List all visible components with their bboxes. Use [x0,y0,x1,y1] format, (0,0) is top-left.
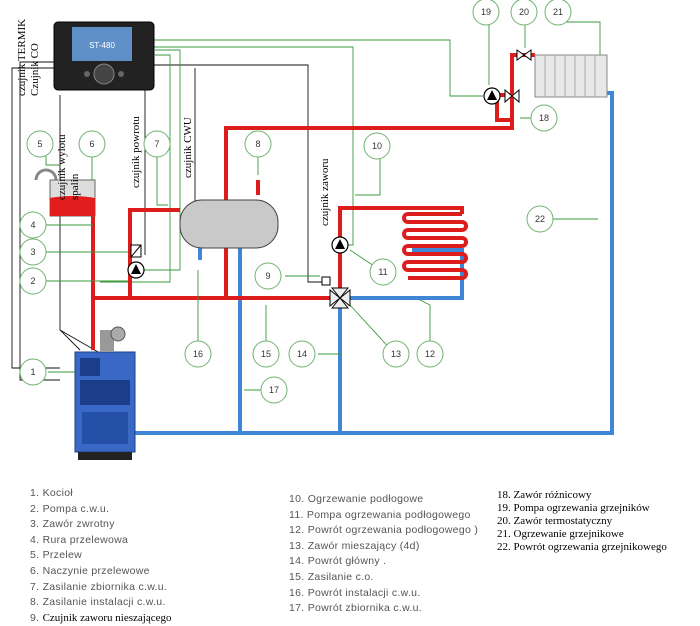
supply-pipes [91,53,535,350]
legend-item-9-label: Czujnik zaworu nieszającego [42,611,172,624]
legend-item-13: 13. Zawór mieszający (4d) [289,539,420,552]
legend-item-10: 10. Ogrzewanie podłogowe [289,493,424,505]
callout-4: 4 [19,211,47,239]
callout-8: 8 [244,130,272,158]
callout-1: 1 [19,358,47,386]
svg-text:9: 9 [265,271,270,281]
mixing-valve-icon [321,276,351,309]
check-valve-icon [130,244,142,258]
thermostatic-valve-icon [516,49,532,61]
legend-left: 1. Kocioł 2. Pompa c.w.u. 3. Zawór zwrot… [30,486,171,626]
pump-radiator-icon [483,87,501,105]
svg-text:22: 22 [535,214,545,224]
pump-floor-icon [331,236,349,254]
callout-14: 14 [288,340,316,368]
svg-text:8: 8 [255,139,260,149]
svg-text:19: 19 [481,7,491,17]
svg-text:12: 12 [425,349,435,359]
svg-text:20: 20 [519,7,529,17]
svg-text:5: 5 [37,139,42,149]
legend-item-4: 4. Rura przelewowa [30,533,129,546]
svg-text:6: 6 [89,139,94,149]
legend-item-1: 1. Kocioł [30,487,73,499]
callout-22: 22 [526,205,554,233]
legend-item-16: 16. Powrót instalacji c.w.u. [289,586,421,599]
svg-text:ST-480: ST-480 [89,41,115,50]
legend-item-6: 6. Naczynie przelewowe [30,564,150,577]
legend-item-14: 14. Powrót główny . [289,555,387,568]
callout-20: 20 [510,0,538,26]
callout-7: 7 [143,130,171,158]
callouts: 1 2 3 4 5 6 7 8 9 10 11 12 13 14 15 16 1… [19,0,572,404]
legend-item-22: 22. Powrót ogrzewania grzejnikowego [497,541,667,553]
underfloor-coil [402,212,468,280]
callout-11: 11 [369,258,397,286]
svg-text:21: 21 [553,7,563,17]
callout-15: 15 [252,340,280,368]
callout-6: 6 [78,130,106,158]
callout-2: 2 [19,267,47,295]
legend-item-2: 2. Pompa c.w.u. [30,502,110,515]
svg-text:11: 11 [378,267,387,277]
hot-water-tank [179,199,279,249]
svg-text:16: 16 [193,349,203,359]
label-powrotu: czujnik powrotu [130,116,142,188]
radiator [534,54,608,98]
callout-13: 13 [382,340,410,368]
svg-text:14: 14 [297,349,307,359]
legend-item-11: 11. Pompa ogrzewania podłogowego [289,508,471,521]
svg-text:18: 18 [539,113,549,123]
differential-valve-icon [504,88,520,104]
legend-item-21: 21. Ogrzewanie grzejnikowe [497,528,624,540]
controller: ST-480 [53,21,155,91]
callout-12: 12 [416,340,444,368]
boiler [74,326,136,460]
legend-item-8: 8. Zasilanie instalacji c.w.u. [30,596,166,609]
legend-middle: 10. Ogrzewanie podłogowe 11. Pompa ogrze… [289,492,478,617]
legend-item-17: 17. Powrót zbiornika c.w.u. [289,602,422,615]
legend-item-9-num: 9. [30,611,40,624]
label-co: Czujnik CO [29,43,41,96]
svg-text:13: 13 [391,349,401,359]
label-wylotu-2: spalin [69,173,81,200]
legend-right: 18. Zawór różnicowy 19. Pompa ogrzewania… [497,489,667,554]
legend-item-12: 12. Powrót ogrzewania podłogowego ) [289,524,479,537]
legend-item-5: 5. Przelew [30,549,83,562]
svg-text:2: 2 [30,276,35,286]
legend-item-9: 9. Czujnik zaworu nieszającego [30,611,171,626]
svg-text:3: 3 [30,247,35,257]
callout-16: 16 [184,340,212,368]
label-termik: czujnik TERMIK [16,19,28,96]
callout-18: 18 [530,104,558,132]
sensor-wires [11,61,326,381]
label-zaworu: czujnik zaworu [319,158,331,226]
callout-3: 3 [19,238,47,266]
label-cwu: czujnik CWU [182,117,194,178]
callout-10: 10 [363,132,391,160]
callout-9: 9 [254,262,282,290]
legend-item-19: 19. Pompa ogrzewania grzejników [497,502,650,514]
legend-item-3: 3. Zawór zwrotny [30,518,115,531]
label-wylotu-1: czujnik wylotu [56,134,68,200]
legend-item-20: 20. Zawór termostatyczny [497,515,613,527]
svg-text:15: 15 [261,349,271,359]
overflow-vessel [34,168,96,217]
svg-text:4: 4 [30,220,35,230]
callout-17: 17 [260,376,288,404]
svg-text:7: 7 [154,139,159,149]
pump-cwu-icon [127,261,145,279]
callout-21: 21 [544,0,572,26]
svg-text:1: 1 [30,367,35,377]
svg-text:10: 10 [372,141,382,151]
legend-item-7: 7. Zasilanie zbiornika c.w.u. [30,580,168,593]
svg-text:17: 17 [269,385,279,395]
legend-item-18: 18. Zawór różnicowy [497,489,592,501]
legend-item-15: 15. Zasilanie c.o. [289,570,374,583]
sensor-labels: czujnik TERMIK Czujnik CO czujnik wylotu… [16,19,331,226]
callout-5: 5 [26,130,54,158]
callout-19: 19 [472,0,500,26]
